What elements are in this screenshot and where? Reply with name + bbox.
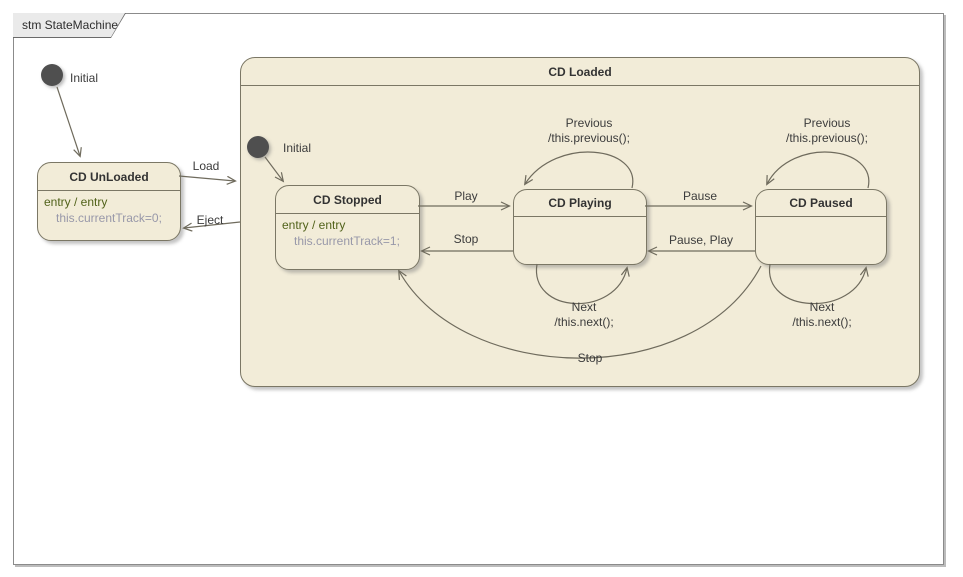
- cd-stopped-entry-action: this.currentTrack=1;: [294, 234, 400, 248]
- transition-label-pause[interactable]: Pause: [682, 189, 718, 203]
- next-paused-effect: /this.next();: [792, 315, 852, 329]
- initial-node-inner-label: Initial: [283, 141, 312, 155]
- state-cd-paused-title: CD Paused: [756, 190, 886, 217]
- state-cd-unloaded[interactable]: CD UnLoaded entry / entry this.currentTr…: [37, 162, 181, 241]
- cd-stopped-entry-label: entry / entry: [282, 218, 346, 232]
- initial-node-outer-label: Initial: [70, 71, 99, 85]
- transition-eject[interactable]: [184, 221, 241, 228]
- transition-next-playing[interactable]: [536, 263, 627, 305]
- transition-next-paused[interactable]: [769, 263, 866, 305]
- previous-paused-trigger: Previous: [803, 116, 851, 130]
- state-cd-playing[interactable]: CD Playing: [513, 189, 647, 265]
- transition-label-pause-play[interactable]: Pause, Play: [668, 233, 734, 247]
- transition-label-stop-outer[interactable]: Stop: [577, 351, 603, 365]
- transition-initial-to-unloaded[interactable]: [56, 86, 80, 156]
- transition-label-play[interactable]: Play: [454, 189, 478, 203]
- transition-label-load[interactable]: Load: [192, 159, 220, 173]
- state-cd-loaded-title: CD Loaded: [241, 58, 919, 86]
- initial-node-inner[interactable]: [247, 136, 269, 158]
- transition-label-previous-paused[interactable]: Previous /this.previous();: [786, 116, 868, 146]
- state-cd-stopped[interactable]: CD Stopped entry / entry this.currentTra…: [275, 185, 420, 270]
- initial-node-outer[interactable]: [41, 64, 63, 86]
- transition-load[interactable]: [178, 175, 235, 181]
- previous-playing-trigger: Previous: [565, 116, 613, 130]
- previous-playing-effect: /this.previous();: [547, 131, 631, 145]
- transition-label-previous-playing[interactable]: Previous /this.previous();: [548, 116, 630, 146]
- next-paused-trigger: Next: [809, 300, 835, 314]
- cd-unloaded-entry-action: this.currentTrack=0;: [56, 211, 162, 225]
- transition-stop-outer[interactable]: [399, 265, 762, 359]
- cd-unloaded-entry-label: entry / entry: [44, 195, 108, 209]
- transition-label-stop-inner[interactable]: Stop: [453, 232, 479, 246]
- transition-label-eject[interactable]: Eject: [196, 213, 224, 227]
- diagram-frame-tab: stm StateMachine: [13, 13, 126, 38]
- next-playing-trigger: Next: [571, 300, 597, 314]
- next-playing-effect: /this.next();: [554, 315, 614, 329]
- transition-initial-to-stopped[interactable]: [264, 156, 283, 181]
- state-cd-unloaded-title: CD UnLoaded: [38, 163, 180, 191]
- diagram-frame-tab-label: stm StateMachine: [13, 13, 125, 37]
- previous-paused-effect: /this.previous();: [785, 131, 869, 145]
- transition-label-next-paused[interactable]: Next /this.next();: [792, 300, 851, 330]
- transition-previous-playing[interactable]: [525, 151, 634, 189]
- transition-label-next-playing[interactable]: Next /this.next();: [554, 300, 613, 330]
- state-cd-stopped-title: CD Stopped: [276, 186, 419, 214]
- state-cd-paused[interactable]: CD Paused: [755, 189, 887, 265]
- transition-previous-paused[interactable]: [767, 151, 870, 189]
- state-cd-playing-title: CD Playing: [514, 190, 646, 217]
